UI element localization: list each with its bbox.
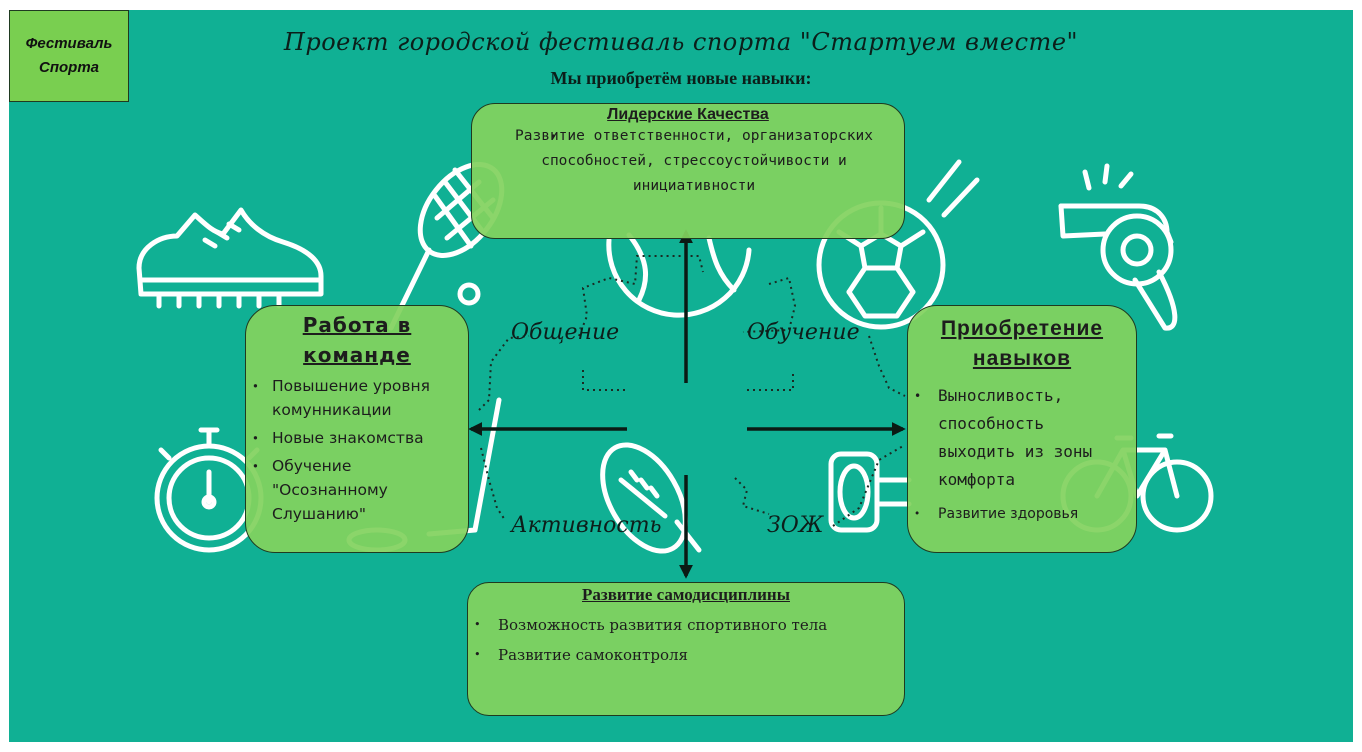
box-title: Приобретение навыков [940, 317, 1104, 370]
label-communication: Общение [511, 320, 620, 345]
label-learning: Обучение [747, 320, 860, 345]
list-item: Новые знакомства [246, 426, 468, 450]
dotted-connector [478, 335, 530, 411]
dotted-connector [747, 374, 794, 391]
bullet-list: Повышение уровня комунникации Новые знак… [246, 374, 468, 526]
basketball-icon [606, 232, 752, 318]
sneaker-icon [136, 207, 324, 309]
list-item: Возможность развития спортивного тела [468, 613, 904, 637]
bullet-list: Выносливость, способность выходить из зо… [908, 382, 1136, 528]
label-healthy-lifestyle: ЗОЖ [767, 513, 824, 538]
box-title: Лидерские Качества [607, 106, 769, 123]
bullet-list: Развитие ответственности, организаторски… [472, 124, 904, 199]
bullet-list: Возможность развития спортивного тела Ра… [468, 613, 904, 667]
list-item: Развитие здоровья [908, 500, 1136, 528]
subtitle: Мы приобретём новые навыки: [550, 68, 812, 88]
list-item: Повышение уровня комунникации [246, 374, 468, 422]
dotted-connector [734, 477, 770, 515]
list-item: Развитие ответственности, организаторски… [472, 124, 904, 199]
dotted-connector [480, 447, 506, 521]
dotted-connector [742, 276, 797, 333]
american-football-icon [600, 442, 702, 554]
label-activity: Активность [511, 513, 662, 538]
box-title: Работа в команде [302, 313, 412, 367]
box-self-discipline: Развитие самодисциплины Возможность разв… [467, 582, 905, 716]
dotted-connector [578, 255, 704, 337]
connector-layer [468, 229, 906, 579]
center-node: Фестиваль Спорта [9, 10, 129, 102]
whistle-icon [1058, 163, 1178, 331]
box-title: Развитие самодисциплины [582, 585, 790, 604]
center-label-line2: Спорта [39, 59, 99, 76]
dotted-connector [868, 335, 906, 397]
dumbbell-icon [828, 451, 912, 533]
list-item: Развитие самоконтроля [468, 643, 904, 667]
list-item: Выносливость, способность выходить из зо… [908, 382, 1136, 494]
box-teamwork: Работа в команде Повышение уровня комунн… [245, 305, 469, 553]
center-label-line1: Фестиваль [25, 35, 113, 52]
project-title: Проект городской фестиваль спорта "Старт… [283, 28, 1079, 56]
dotted-connector [582, 370, 627, 391]
dotted-connector [832, 445, 904, 527]
list-item: Обучение "Осознанному Слушанию" [246, 454, 468, 526]
box-skills: Приобретение навыков Выносливость, спосо… [907, 305, 1137, 553]
diagram-canvas: Проект городской фестиваль спорта "Старт… [9, 10, 1353, 742]
box-leadership: Лидерские Качества Развитие ответственно… [471, 103, 905, 239]
